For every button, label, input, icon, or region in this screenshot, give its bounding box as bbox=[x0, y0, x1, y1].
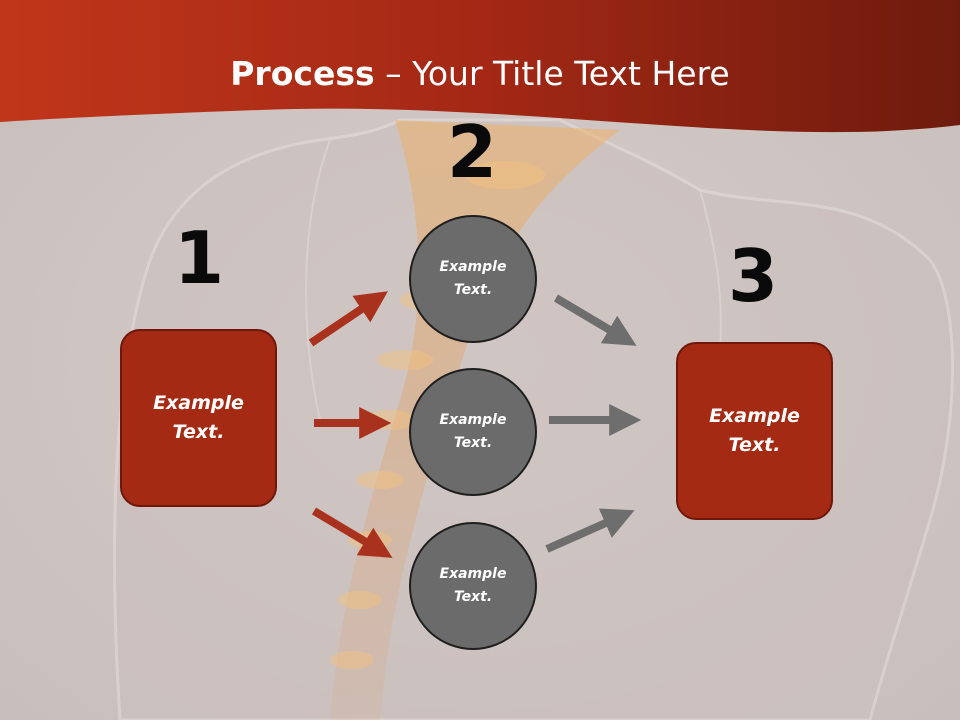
middle-circle-3-text: Example Text. bbox=[439, 566, 507, 605]
middle-circle-2: Example Text. bbox=[409, 368, 537, 496]
middle-circle-3: Example Text. bbox=[409, 522, 537, 650]
middle-circle-2-text: Example Text. bbox=[439, 412, 507, 451]
step-1-box: Example Text. bbox=[120, 329, 277, 507]
slide-title: Process – Your Title Text Here bbox=[0, 52, 960, 96]
middle-circle-1: Example Text. bbox=[409, 215, 537, 343]
title-rest: – Your Title Text Here bbox=[374, 54, 730, 93]
title-bold: Process bbox=[230, 54, 375, 93]
step-1-text: Example Text. bbox=[153, 392, 244, 443]
step-3-text: Example Text. bbox=[709, 405, 800, 456]
middle-circle-1-text: Example Text. bbox=[439, 259, 507, 298]
step-number-1: 1 bbox=[173, 216, 225, 300]
step-3-box: Example Text. bbox=[676, 342, 833, 520]
step-number-3: 3 bbox=[727, 234, 779, 318]
step-number-2: 2 bbox=[446, 110, 498, 194]
